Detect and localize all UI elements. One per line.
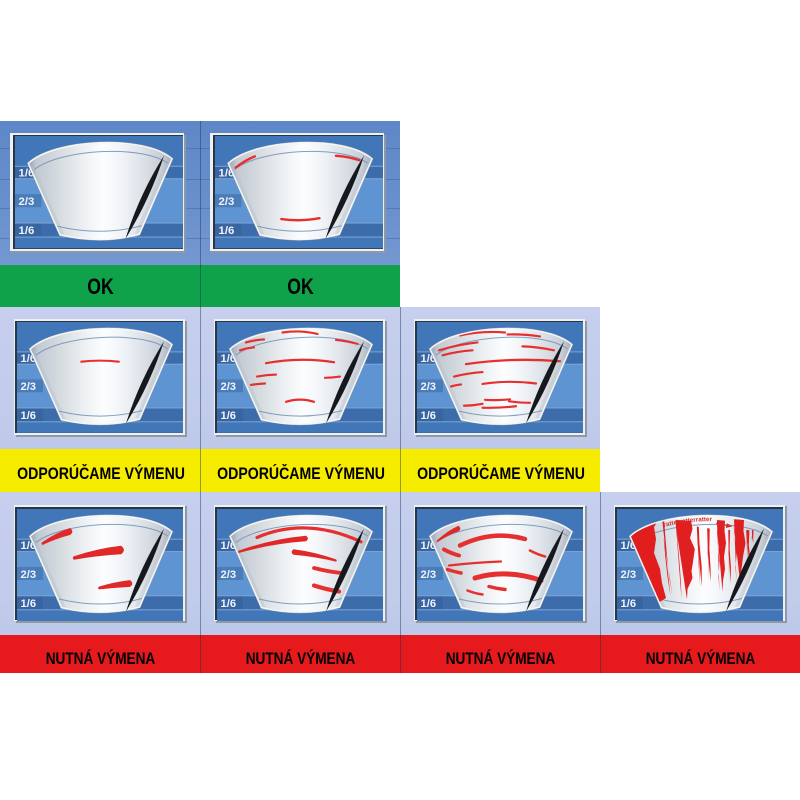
svg-text:1/6: 1/6 xyxy=(221,353,237,365)
svg-text:1/6: 1/6 xyxy=(221,597,237,609)
svg-text:1/6: 1/6 xyxy=(21,353,37,365)
svg-text:2/3: 2/3 xyxy=(218,196,234,208)
svg-text:1/6: 1/6 xyxy=(18,225,34,237)
svg-text:2/3: 2/3 xyxy=(421,568,437,580)
svg-text:2/3: 2/3 xyxy=(21,568,37,580)
svg-text:2/3: 2/3 xyxy=(621,568,637,580)
svg-text:1/6: 1/6 xyxy=(21,410,37,422)
svg-text:1/6: 1/6 xyxy=(218,225,234,237)
svg-text:1/6: 1/6 xyxy=(21,597,37,609)
svg-text:2/3: 2/3 xyxy=(421,382,437,394)
svg-text:1/6: 1/6 xyxy=(421,597,437,609)
svg-text:1/6: 1/6 xyxy=(218,168,234,180)
svg-text:2/3: 2/3 xyxy=(18,196,34,208)
svg-text:1/6: 1/6 xyxy=(421,353,437,365)
svg-text:1/6: 1/6 xyxy=(18,168,34,180)
svg-text:1/6: 1/6 xyxy=(421,410,437,422)
svg-text:2/3: 2/3 xyxy=(221,568,237,580)
svg-text:2/3: 2/3 xyxy=(21,382,37,394)
svg-text:1/6: 1/6 xyxy=(621,597,637,609)
svg-text:2/3: 2/3 xyxy=(221,382,237,394)
svg-text:1/6: 1/6 xyxy=(221,410,237,422)
